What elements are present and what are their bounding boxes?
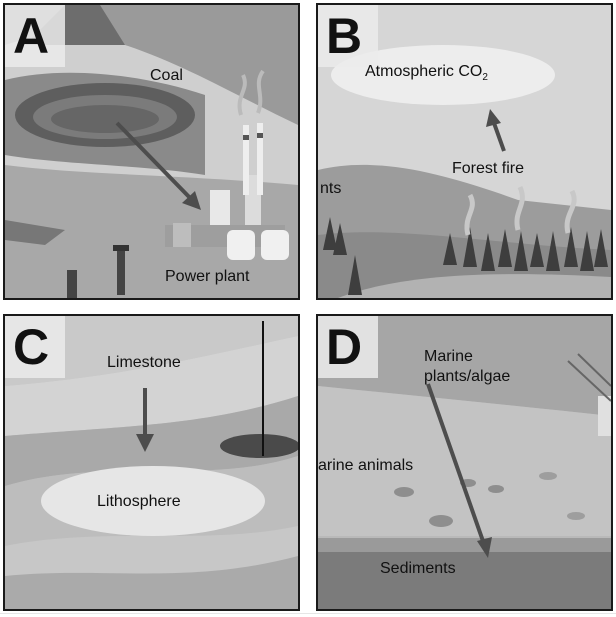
sediments-label: Sediments — [380, 560, 456, 577]
panel-letter-box: B — [318, 5, 378, 67]
panel-b-forest-fire-to-atmosphere: B Atmospheric CO2 Forest fire nts — [316, 3, 613, 300]
co2-subscript: 2 — [482, 72, 488, 84]
panel-c-illustration — [5, 316, 298, 609]
panel-letter-box: D — [318, 316, 378, 378]
panel-letter: D — [326, 319, 363, 375]
marine-animals-label: arine animals — [318, 457, 414, 474]
panel-letter-box: A — [5, 5, 65, 67]
fire-to-atmosphere-arrow — [492, 122, 506, 152]
panel-a-coal-to-power-plant: A Coal Power plant — [3, 3, 300, 300]
atmospheric-co2-text: Atmospheric CO — [365, 63, 483, 80]
coal-to-plant-arrow — [115, 121, 197, 205]
forest-fire-label: Forest fire — [452, 160, 525, 177]
panel-d-marine-to-sediments: D Marine plants/algae arine animals Sedi… — [316, 314, 613, 611]
lithosphere-label: Lithosphere — [97, 493, 181, 510]
limestone-to-lithosphere-arrowhead — [136, 434, 154, 452]
atmospheric-co2-label: Atmospheric CO2 — [365, 63, 488, 87]
tree-group — [323, 217, 608, 295]
panel-c-limestone-to-lithosphere: C Limestone Lithosphere — [3, 314, 300, 611]
marine-plants-label-line2: plants/algae — [424, 368, 511, 385]
coal-to-plant-arrowhead — [182, 191, 201, 210]
panel-letter-box: C — [5, 316, 65, 378]
partial-cutoff-label: nts — [320, 180, 342, 197]
limestone-label: Limestone — [107, 354, 181, 371]
panel-d-illustration — [318, 316, 611, 609]
panel-letter: C — [13, 319, 50, 375]
power-plant-label: Power plant — [165, 268, 250, 285]
panel-a-illustration — [5, 5, 298, 298]
marine-to-sediments-arrowhead — [477, 537, 492, 558]
panel-letter: A — [13, 8, 50, 64]
marine-plants-label-line1: Marine — [424, 348, 473, 365]
fire-to-atmosphere-arrowhead — [486, 109, 501, 127]
bottom-divider — [0, 613, 616, 614]
panel-letter: B — [326, 8, 363, 64]
marine-to-sediments-arrow — [426, 383, 486, 545]
coal-label: Coal — [150, 67, 183, 84]
